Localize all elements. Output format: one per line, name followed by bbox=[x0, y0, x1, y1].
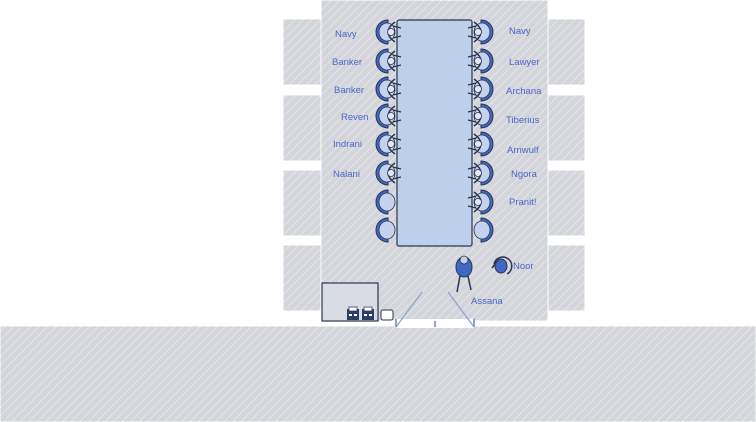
seat-label-left: Navy bbox=[335, 29, 357, 40]
occupied-chair[interactable] bbox=[375, 131, 402, 157]
occupied-chair[interactable] bbox=[375, 19, 402, 45]
empty-chair[interactable] bbox=[375, 189, 396, 215]
credenza[interactable] bbox=[321, 282, 379, 322]
alcove bbox=[282, 18, 323, 86]
occupied-chair[interactable] bbox=[375, 160, 402, 186]
seat-label-right: Lawyer bbox=[509, 57, 540, 68]
occupied-chair[interactable] bbox=[375, 48, 402, 74]
seat-label-right: Pranit! bbox=[509, 197, 536, 208]
standing-person-noor[interactable] bbox=[491, 256, 513, 275]
occupied-chair[interactable] bbox=[467, 103, 494, 129]
alcove bbox=[545, 244, 586, 312]
seat-label-right: Arnwulf bbox=[507, 145, 539, 156]
double-door[interactable] bbox=[395, 291, 475, 328]
seat-label-right: Ngora bbox=[511, 169, 538, 180]
standing-label: Assana bbox=[471, 296, 503, 307]
empty-chair[interactable] bbox=[375, 217, 396, 243]
standing-person-assana[interactable] bbox=[455, 255, 473, 293]
alcove bbox=[545, 18, 586, 86]
conference-table[interactable] bbox=[396, 19, 473, 247]
empty-chair[interactable] bbox=[473, 217, 494, 243]
occupied-chair[interactable] bbox=[467, 160, 494, 186]
standing-label: Noor bbox=[513, 261, 534, 272]
alcove bbox=[282, 94, 323, 162]
occupied-chair[interactable] bbox=[467, 48, 494, 74]
occupied-chair[interactable] bbox=[467, 131, 494, 157]
seat-label-right: Archana bbox=[506, 86, 542, 97]
seat-label-right: Navy bbox=[509, 26, 531, 37]
seat-label-left: Banker bbox=[334, 85, 364, 96]
occupied-chair[interactable] bbox=[375, 103, 402, 129]
occupied-chair[interactable] bbox=[467, 19, 494, 45]
alcove bbox=[282, 169, 323, 237]
seat-label-left: Banker bbox=[332, 57, 362, 68]
alcove bbox=[282, 244, 323, 312]
left-alcoves bbox=[282, 18, 323, 312]
alcove bbox=[545, 94, 586, 162]
occupied-chair[interactable] bbox=[467, 76, 494, 102]
seat-label-left: Reven bbox=[341, 112, 368, 123]
printer-icon bbox=[362, 306, 374, 320]
seat-label-left: Nalani bbox=[333, 169, 360, 180]
occupied-chair[interactable] bbox=[467, 189, 494, 215]
right-alcoves bbox=[545, 18, 586, 312]
alcove bbox=[545, 169, 586, 237]
seat-label-left: Indrani bbox=[333, 139, 362, 150]
corridor-floor bbox=[0, 325, 756, 422]
printer-icon bbox=[347, 306, 359, 320]
left-chairs bbox=[375, 19, 402, 243]
wastebin[interactable] bbox=[380, 309, 394, 321]
right-chairs bbox=[467, 19, 494, 243]
seat-label-right: Tiberius bbox=[506, 115, 540, 126]
occupied-chair[interactable] bbox=[375, 76, 402, 102]
